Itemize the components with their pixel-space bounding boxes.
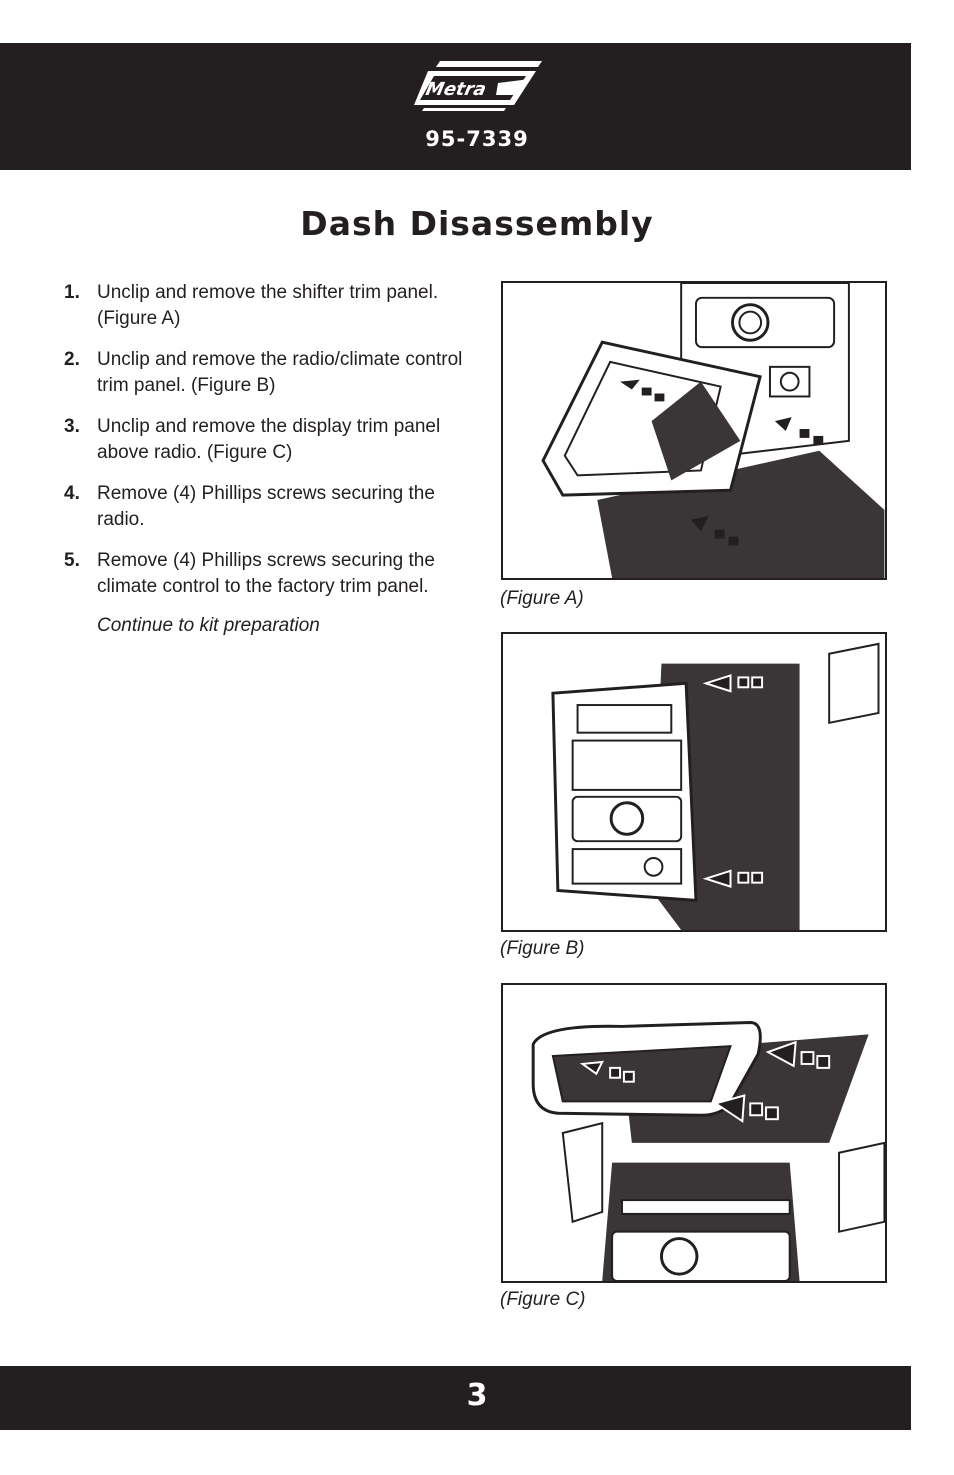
step-text: Unclip and remove the display trim panel…: [97, 416, 441, 463]
step-5: 5. Remove (4) Phillips screws securing t…: [64, 548, 464, 600]
step-text: Unclip and remove the shifter trim panel…: [97, 282, 439, 329]
shifter-trim-illustration: [503, 283, 885, 578]
step-number: 1.: [64, 282, 80, 303]
step-text: Unclip and remove the radio/climate cont…: [97, 349, 463, 396]
continue-note: Continue to kit preparation: [97, 615, 320, 636]
page-number: 3: [466, 1378, 488, 1413]
figure-a-illustration: [501, 281, 887, 580]
step-number: 4.: [64, 483, 80, 504]
step-text: Remove (4) Phillips screws securing the …: [97, 483, 435, 530]
figure-b-illustration: [501, 632, 887, 932]
step-number: 3.: [64, 416, 80, 437]
figure-c-illustration: [501, 983, 887, 1283]
step-number: 2.: [64, 349, 80, 370]
metra-logo: Metra: [414, 61, 542, 111]
step-text: Remove (4) Phillips screws securing the …: [97, 550, 435, 597]
radio-trim-illustration: [503, 634, 885, 930]
step-number: 5.: [64, 550, 80, 571]
footer-bar: 3: [0, 1366, 911, 1430]
display-trim-illustration: [503, 985, 885, 1281]
step-1: 1. Unclip and remove the shifter trim pa…: [64, 280, 464, 332]
svg-text:Metra: Metra: [424, 79, 488, 100]
step-2: 2. Unclip and remove the radio/climate c…: [64, 347, 464, 399]
figure-c-caption: (Figure C): [500, 1289, 586, 1310]
part-number: 95-7339: [425, 127, 529, 151]
step-4: 4. Remove (4) Phillips screws securing t…: [64, 481, 464, 533]
step-3: 3. Unclip and remove the display trim pa…: [64, 414, 464, 466]
instruction-list: 1. Unclip and remove the shifter trim pa…: [64, 280, 464, 615]
page-title: Dash Disassembly: [300, 204, 654, 243]
figure-b-caption: (Figure B): [500, 938, 585, 959]
figure-a-caption: (Figure A): [500, 588, 584, 609]
header-bar: Metra 95-7339: [0, 43, 911, 170]
